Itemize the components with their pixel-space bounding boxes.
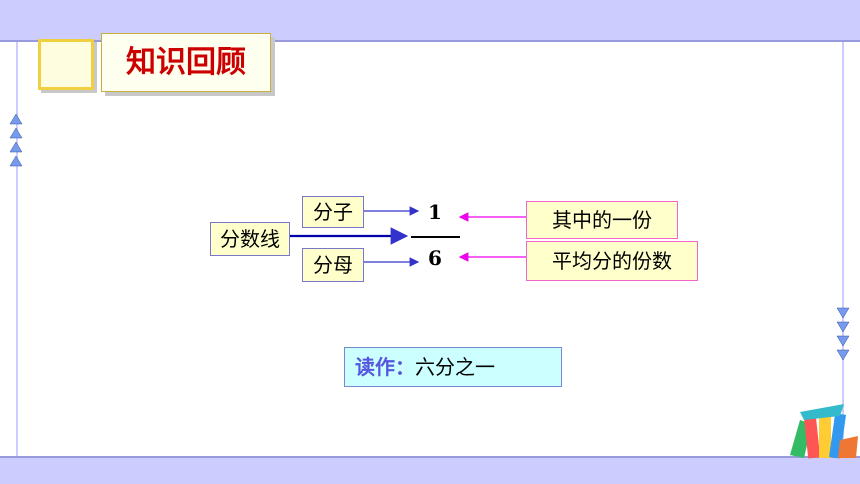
- reading-label: 读作：: [355, 355, 415, 379]
- left-frame-line: [16, 42, 18, 456]
- empty-box-icon: [38, 39, 94, 90]
- numerator-meaning-label: 其中的一份: [526, 201, 678, 239]
- denominator-value: 6: [428, 246, 442, 270]
- right-frame-line: [842, 42, 844, 456]
- bottom-frame-line: [0, 456, 860, 458]
- numerator-label: 分子: [302, 196, 364, 228]
- reading-box: 读作：六分之一: [344, 347, 562, 387]
- reading-value: 六分之一: [415, 355, 495, 379]
- triangle-up-icon: [9, 113, 23, 167]
- bottom-frame-bar: [0, 458, 860, 484]
- triangle-down-icon: [836, 307, 850, 361]
- denominator-meaning-label: 平均分的份数: [526, 241, 698, 281]
- denominator-label: 分母: [302, 248, 364, 282]
- numerator-value: 1: [428, 200, 442, 224]
- title-box: 知识回顾: [101, 33, 271, 92]
- books-decoration-icon: [790, 404, 858, 459]
- fraction-line-label: 分数线: [210, 222, 290, 256]
- page-title: 知识回顾: [126, 45, 246, 80]
- top-frame-line: [0, 40, 860, 42]
